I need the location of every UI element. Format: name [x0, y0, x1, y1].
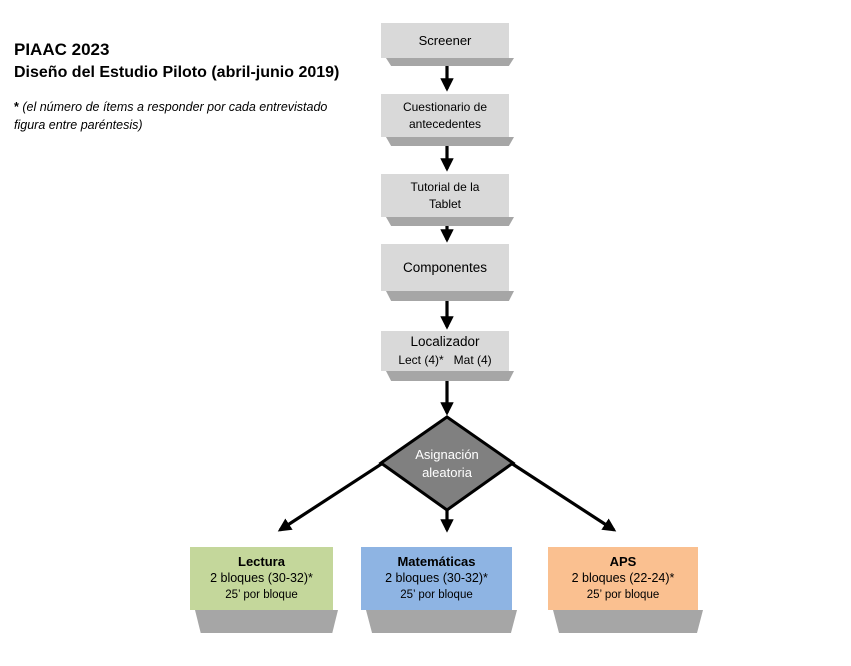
- components-label: Componentes: [402, 260, 488, 275]
- result-blocks-matematicas: 2 bloques (30-32)*: [385, 571, 488, 585]
- components-box: Componentes: [381, 244, 514, 301]
- assignment-diamond: [378, 415, 516, 512]
- footnote-star: *: [14, 100, 19, 114]
- assignment-label-line1: Asignación: [415, 447, 479, 462]
- result-title-lectura: Lectura: [238, 554, 285, 569]
- result-blocks-lectura: 2 bloques (30-32)*: [210, 571, 313, 585]
- result-time-matematicas: 25’ por bloque: [400, 589, 473, 601]
- screener-label: Screener: [418, 33, 472, 48]
- arrow-assignment-to-aps: [510, 461, 617, 532]
- screener-box: Screener: [381, 23, 514, 66]
- tutorial-label-line1: Tutorial de la: [410, 179, 480, 194]
- result-time-aps: 25’ por bloque: [586, 589, 660, 601]
- footnote: * (el número de ítems a responder por ca…: [14, 98, 349, 134]
- locator-detail: Lect (4)* Mat (4): [398, 353, 492, 367]
- result-face-aps: APS 2 bloques (22-24)* 25’ por bloque: [548, 547, 698, 610]
- result-box-matematicas: Matemáticas 2 bloques (30-32)* 25’ por b…: [361, 547, 517, 633]
- result-face-lectura: Lectura 2 bloques (30-32)* 25’ por bloqu…: [190, 547, 333, 610]
- assignment-label-line2: aleatoria: [422, 465, 472, 480]
- locator-box: Localizador Lect (4)* Mat (4): [381, 331, 514, 381]
- footnote-text: (el número de ítems a responder por cada…: [14, 100, 328, 132]
- diagram-subtitle: Diseño del Estudio Piloto (abril-junio 2…: [14, 64, 340, 81]
- arrow-assignment-to-lectura: [277, 461, 384, 532]
- assignment-label: Asignación aleatoria: [380, 446, 514, 482]
- questionnaire-box: Cuestionario de antecedentes: [381, 94, 514, 146]
- result-box-aps: APS 2 bloques (22-24)* 25’ por bloque: [548, 547, 703, 633]
- tutorial-box: Tutorial de la Tablet: [381, 174, 514, 226]
- result-face-matematicas: Matemáticas 2 bloques (30-32)* 25’ por b…: [361, 547, 512, 610]
- questionnaire-label-line1: Cuestionario de: [402, 99, 488, 114]
- result-title-matematicas: Matemáticas: [397, 554, 476, 569]
- result-title-aps: APS: [609, 554, 637, 569]
- result-blocks-aps: 2 bloques (22-24)*: [571, 571, 675, 585]
- diagram-title: PIAAC 2023: [14, 40, 110, 59]
- result-time-lectura: 25’ por bloque: [225, 589, 298, 601]
- locator-label: Localizador: [410, 334, 480, 349]
- questionnaire-label-line2: antecedentes: [408, 116, 482, 131]
- tutorial-label-line2: Tablet: [428, 196, 462, 211]
- result-box-lectura: Lectura 2 bloques (30-32)* 25’ por bloqu…: [190, 547, 338, 633]
